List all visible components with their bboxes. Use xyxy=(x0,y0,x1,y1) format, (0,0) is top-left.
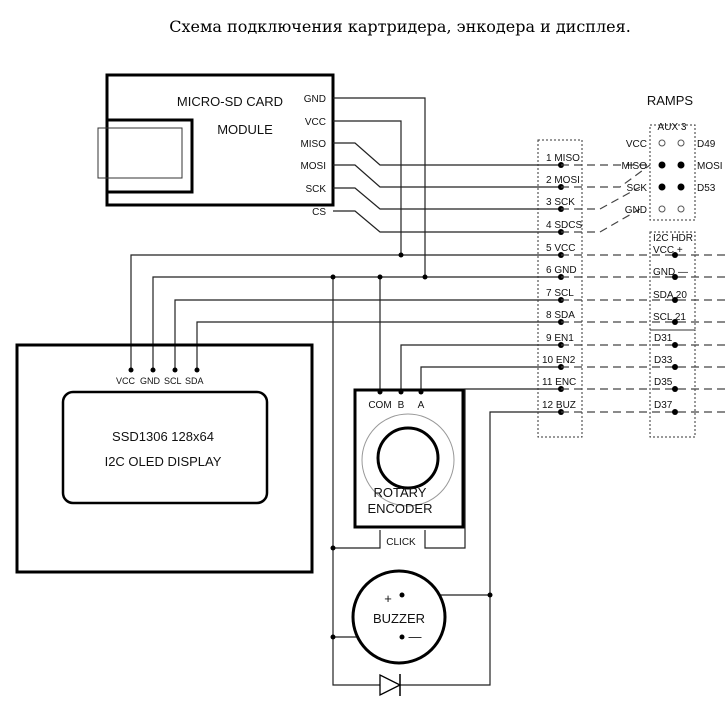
wire-junction xyxy=(330,274,336,280)
sd-card-module: MICRO-SD CARD MODULE GND VCC MISO MOSI SCK CS xyxy=(97,73,335,218)
buzzer-minus: — xyxy=(409,629,422,644)
i2c-pin-label: SDA 20 xyxy=(653,290,687,301)
aux3-unused-pin xyxy=(677,139,685,147)
aux3-left-label: MISO xyxy=(621,161,647,172)
buzzer: + BUZZER — xyxy=(351,569,447,665)
connector-pin-label: 1 MISO xyxy=(546,153,580,164)
aux3-right-label: MOSI xyxy=(697,161,723,172)
encoder-label-1: ROTARY xyxy=(374,485,427,500)
oled-pin xyxy=(194,367,200,373)
connector-pin-label: 9 EN1 xyxy=(546,333,574,344)
sd-pin-label: VCC xyxy=(305,117,326,128)
connector-pin-label: 7 SCL xyxy=(546,288,574,299)
i2c-pin xyxy=(672,297,678,303)
aux3-pin xyxy=(658,161,666,169)
digital-pin xyxy=(672,342,678,348)
connector-pin-label: 2 MOSI xyxy=(546,175,580,186)
aux3-unused-pin xyxy=(677,205,685,213)
oled-model: SSD1306 128x64 xyxy=(112,429,214,444)
sd-pin-label: CS xyxy=(312,207,326,218)
connector-header: 1 MISO 2 MOSI 3 SCK 4 SDCS 5 VCC 6 GND 7 SCL 8 … xyxy=(537,139,583,438)
i2c-pin xyxy=(672,274,678,280)
digital-pin xyxy=(672,364,678,370)
ramps-board: RAMPS AUX 3 I2C HDR VCC MISO SCK GND D49MOSI… xyxy=(561,93,726,438)
encoder-label-2: ENCODER xyxy=(367,501,432,516)
diagram-title: Схема подключения картридера, энкодера и… xyxy=(169,17,631,36)
aux3-pin xyxy=(677,161,685,169)
encoder-pin-b: B xyxy=(398,400,405,411)
sd-pin-label: MOSI xyxy=(300,161,326,172)
connector-pin-label: 11 ENC xyxy=(542,377,576,388)
sd-card-title: MICRO-SD CARD xyxy=(177,94,283,109)
oled-pin-label: SCL xyxy=(164,376,182,386)
wire-junction xyxy=(422,274,428,280)
aux3-left-label: VCC xyxy=(626,139,647,150)
oled-pin-label: SDA xyxy=(185,376,204,386)
connector-pin-label: 8 SDA xyxy=(546,310,575,321)
wire-junction xyxy=(330,545,336,551)
sd-pin-label: GND xyxy=(304,94,326,105)
digital-pin-label: D35 xyxy=(654,377,673,388)
connector-pin-label: 6 GND xyxy=(546,265,577,276)
buzzer-label: BUZZER xyxy=(373,611,425,626)
digital-pin-label: D37 xyxy=(654,400,673,411)
oled-type: I2C OLED DISPLAY xyxy=(105,454,222,469)
wire-junction xyxy=(330,634,336,640)
dashed-wire xyxy=(561,164,651,188)
dashed-wire xyxy=(561,186,641,210)
rotary-encoder: COM B A ROTARY ENCODER CLICK xyxy=(353,388,465,548)
connector-pin-label: 12 BUZ xyxy=(542,400,576,411)
buzzer-plus: + xyxy=(384,591,392,606)
i2c-pin-label: SCL 21 xyxy=(653,312,686,323)
sd-pin-label: MISO xyxy=(300,139,326,150)
wire-junction xyxy=(377,274,383,280)
oled-pin-label: GND xyxy=(140,376,161,386)
aux3-left-label: SCK xyxy=(626,183,647,194)
digital-pin xyxy=(672,409,678,415)
digital-pin-label: D31 xyxy=(654,333,673,344)
oled-pin xyxy=(128,367,134,373)
i2c-header-title: I2C HDR xyxy=(653,233,693,244)
i2c-pin-label: VCC + xyxy=(653,245,683,256)
connector-pin-label: 3 SCK xyxy=(546,197,575,208)
connector-pin-label: 10 EN2 xyxy=(542,355,576,366)
connector-pin-label: 4 SDCS xyxy=(546,220,582,231)
aux3-left-label: GND xyxy=(625,205,647,216)
aux3-unused-pin xyxy=(658,205,666,213)
digital-pin xyxy=(672,386,678,392)
aux3-unused-pin xyxy=(658,139,666,147)
connector-pin-label: 5 VCC xyxy=(546,243,575,254)
aux3-pin xyxy=(677,183,685,191)
dashed-wire xyxy=(561,208,641,233)
oled-pin xyxy=(150,367,156,373)
i2c-pin-label: GND — xyxy=(653,267,688,278)
wire-junction xyxy=(487,592,493,598)
encoder-pin-a: A xyxy=(418,400,425,411)
i2c-pin xyxy=(672,252,678,258)
aux3-right-label: D53 xyxy=(697,183,716,194)
aux3-right-label: D49 xyxy=(697,139,716,150)
sd-card-subtitle: MODULE xyxy=(217,122,273,137)
digital-pin-label: D33 xyxy=(654,355,673,366)
diode-icon xyxy=(379,673,402,697)
oled-pin xyxy=(172,367,178,373)
encoder-pin-com: COM xyxy=(368,400,391,411)
encoder-click-label: CLICK xyxy=(386,537,416,548)
i2c-pin xyxy=(672,319,678,325)
wire-junction xyxy=(398,252,404,258)
oled-pin-label: VCC xyxy=(116,376,136,386)
sd-pin-label: SCK xyxy=(305,184,326,195)
ramps-title: RAMPS xyxy=(647,93,694,108)
aux3-pin xyxy=(658,183,666,191)
wires xyxy=(130,97,561,686)
aux3-title: AUX 3 xyxy=(658,122,687,133)
